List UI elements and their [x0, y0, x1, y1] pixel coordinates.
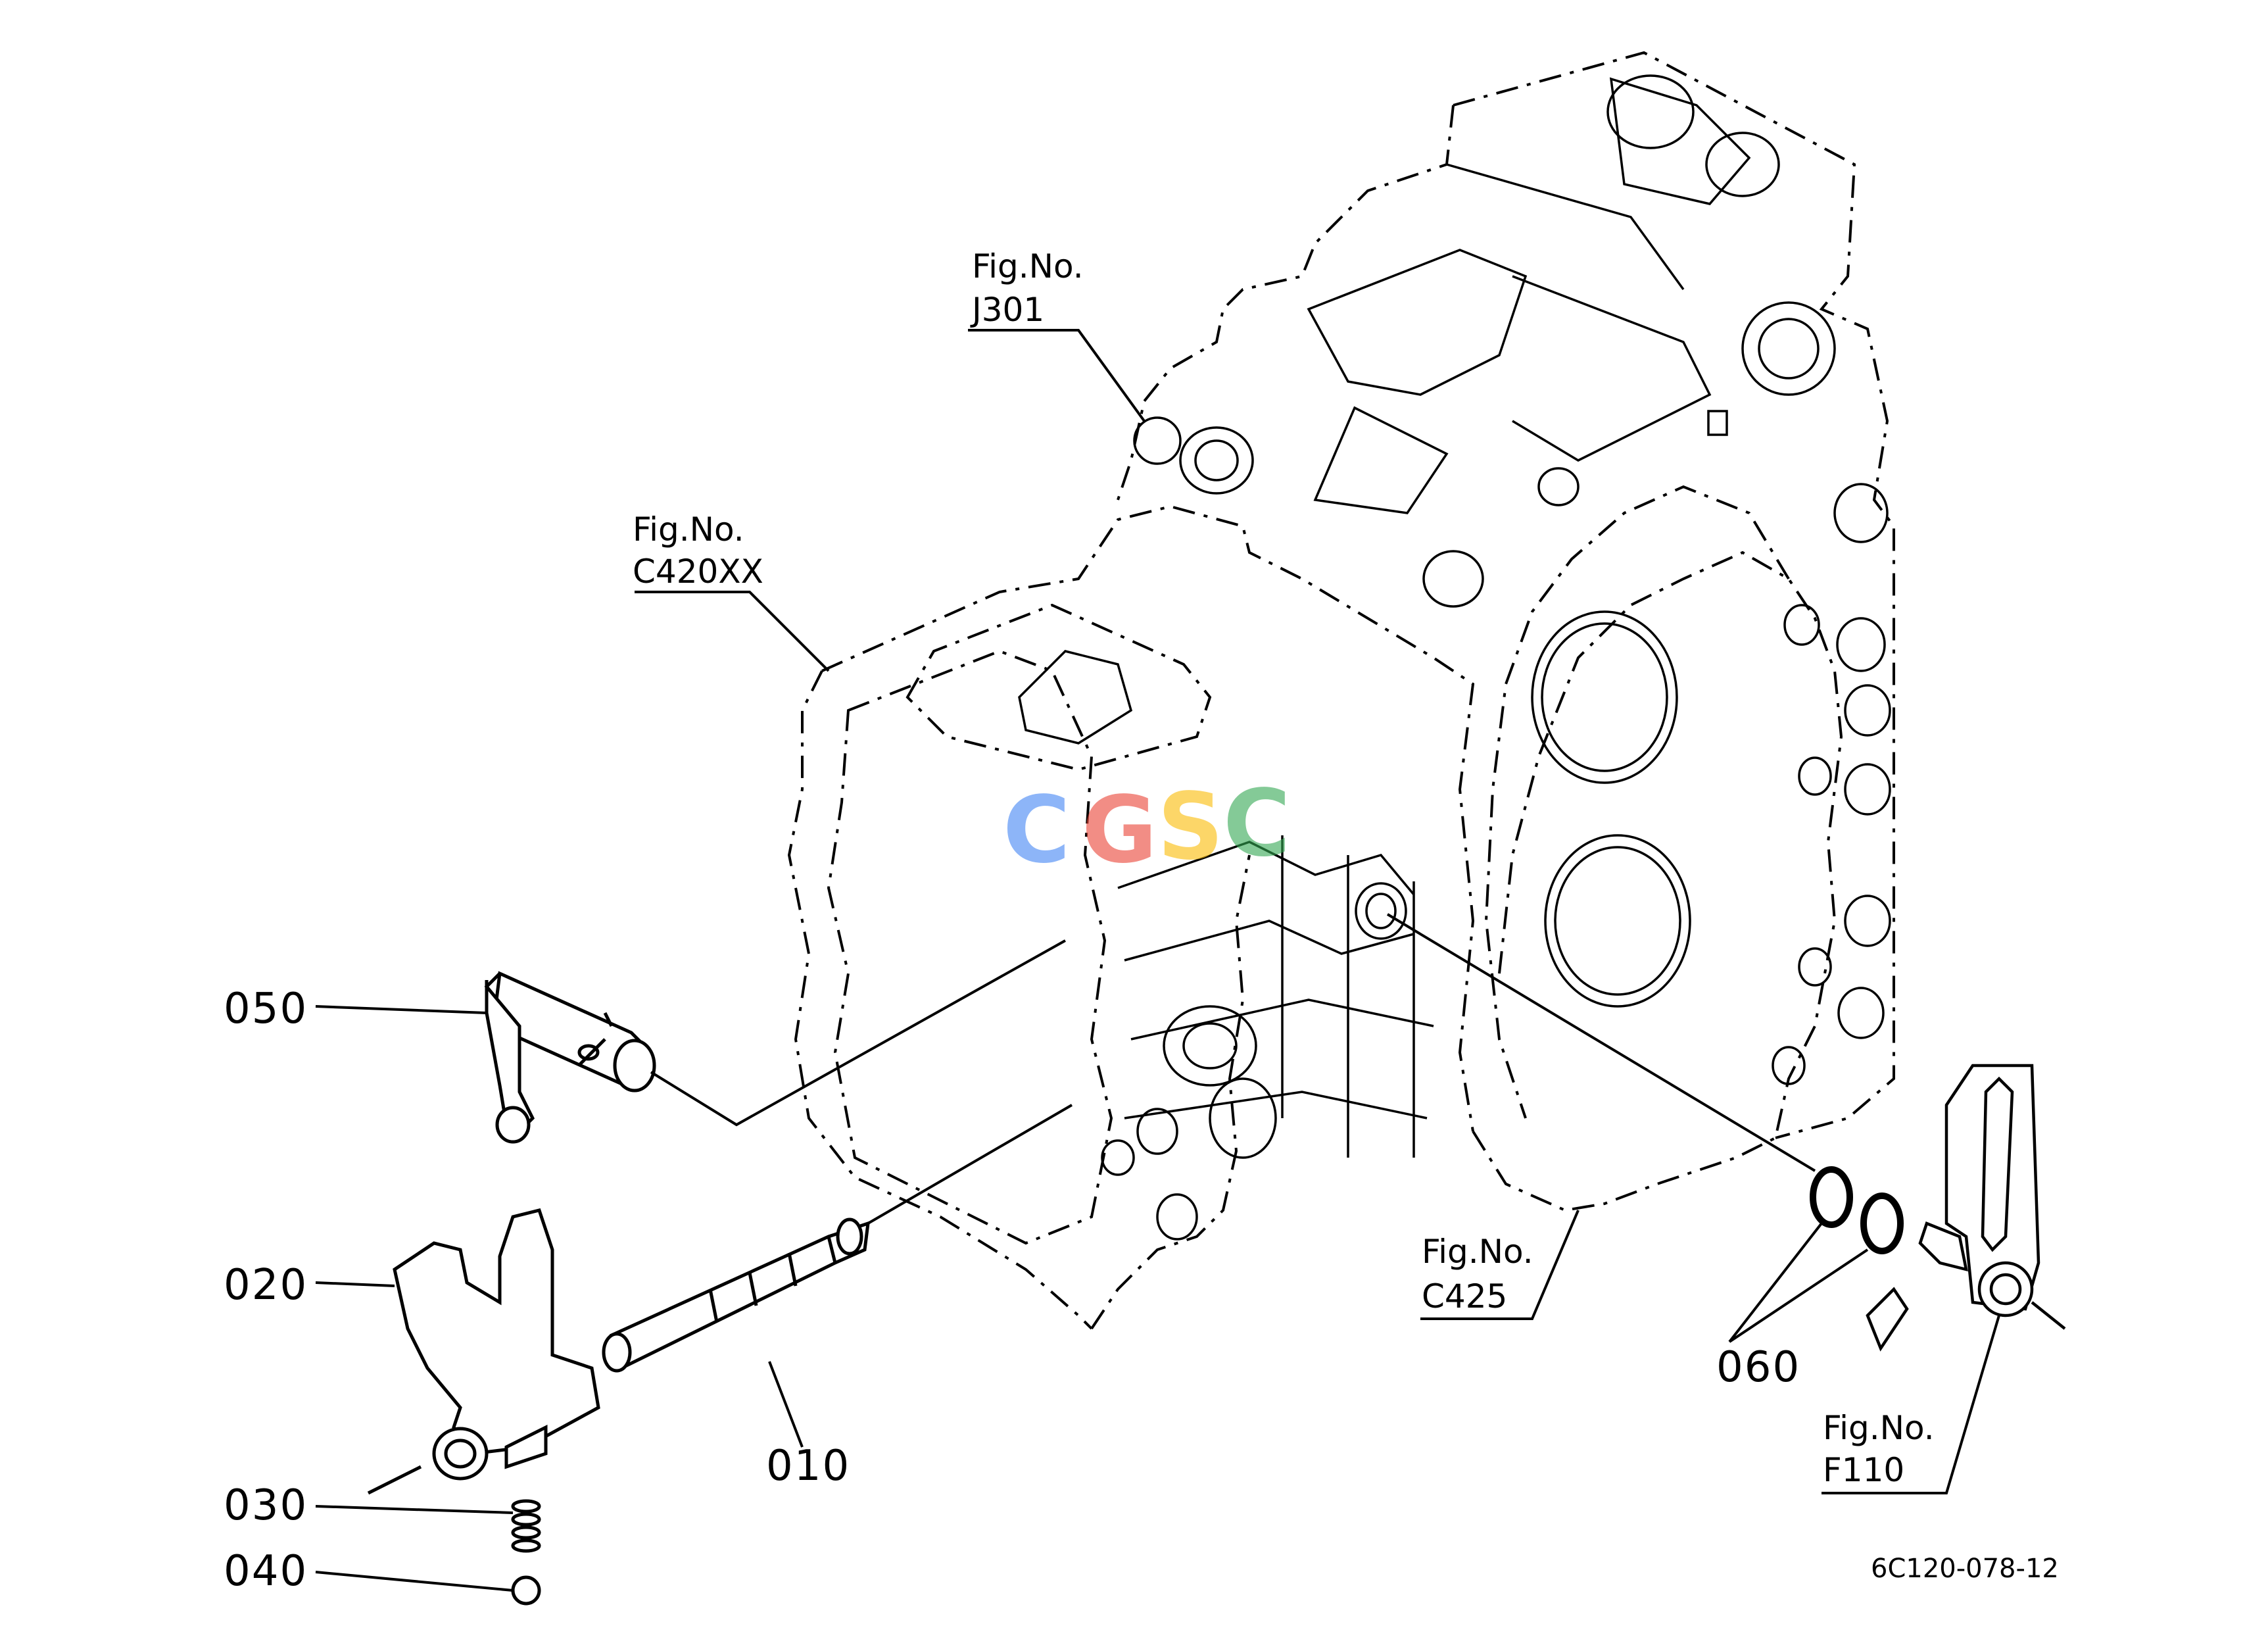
- label-060: 060: [1716, 1343, 1800, 1392]
- part-050-shift-arm: [484, 971, 656, 1144]
- label-040: 040: [224, 1547, 308, 1596]
- part-020-shift-fork: [367, 1208, 600, 1495]
- part-060-o-rings: [1810, 1166, 1904, 1254]
- diagram-code: 6C120-078-12: [1871, 1554, 2059, 1584]
- watermark-g: G: [1082, 777, 1157, 884]
- fig-c420xx-label: Fig.No.: [633, 510, 744, 549]
- label-010: 010: [766, 1442, 850, 1490]
- fig-f110-number: F110: [1823, 1451, 1904, 1489]
- part-030-spring: [511, 1499, 541, 1553]
- label-020: 020: [224, 1261, 308, 1310]
- fig-j301-number: J301: [970, 291, 1044, 329]
- lever-f110: [1866, 1064, 2066, 1352]
- cgsc-watermark: C G S C: [1003, 770, 1291, 884]
- fig-c420xx-number: C420XX: [633, 553, 763, 591]
- fig-f110-label: Fig.No.: [1823, 1409, 1935, 1447]
- label-050: 050: [224, 985, 308, 1033]
- part-labels: 050 020 030 040 010 060: [224, 985, 1800, 1596]
- transmission-housing: [787, 51, 1895, 1330]
- watermark-c2: C: [1223, 770, 1291, 877]
- fig-c425-number: C425: [1422, 1277, 1507, 1315]
- leader-lines: [315, 329, 2000, 1592]
- housing-details: [1018, 74, 1891, 1241]
- watermark-s: S: [1157, 774, 1224, 881]
- figure-references: Fig.No. J301 Fig.No. C420XX Fig.No. C425…: [633, 247, 1935, 1489]
- label-030: 030: [224, 1481, 308, 1530]
- part-040-ball: [511, 1575, 541, 1606]
- watermark-c1: C: [1003, 777, 1071, 884]
- fig-j301-label: Fig.No.: [972, 247, 1084, 285]
- part-010-shift-rod: [602, 1217, 870, 1373]
- fig-c425-label: Fig.No.: [1422, 1233, 1533, 1271]
